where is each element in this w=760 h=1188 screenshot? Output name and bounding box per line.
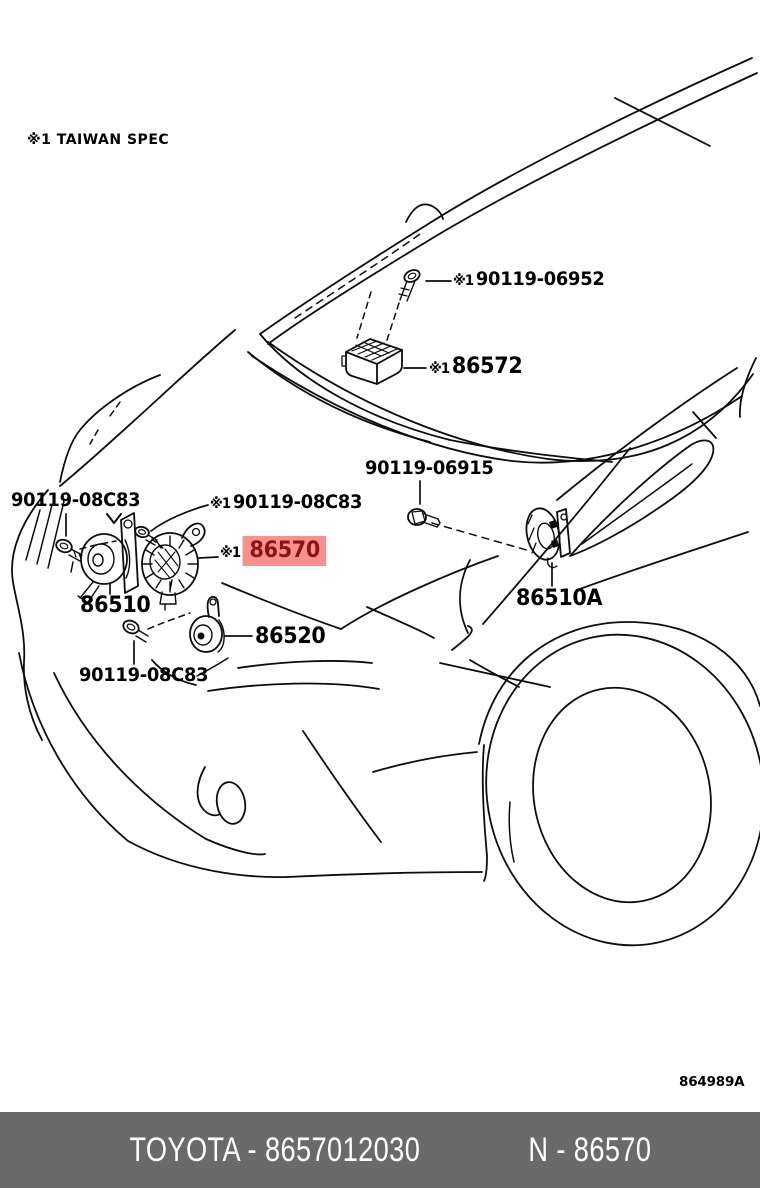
ref-mark: ※1 bbox=[210, 496, 231, 512]
assembly-dashes-86572 bbox=[356, 291, 400, 341]
part-label-90119-08C83-bottom[interactable]: 90119-08C83 bbox=[79, 664, 209, 686]
roof-and-pillar-lines bbox=[259, 57, 758, 345]
footer-catalog-code: TOYOTA - 8657012030 bbox=[129, 1130, 421, 1169]
assembly-dashes-86510A bbox=[431, 522, 531, 552]
bolt-90119-08C83-bottom-icon bbox=[122, 619, 149, 643]
sensor-86572-icon bbox=[341, 338, 403, 385]
diagram-ref-code: 864989A bbox=[679, 1074, 745, 1090]
ref-mark: ※1 bbox=[453, 273, 474, 289]
horn-86520-icon bbox=[189, 595, 225, 653]
footer-bar: TOYOTA - 8657012030 N - 86570 bbox=[0, 1112, 760, 1188]
hood-left-lines bbox=[25, 329, 236, 591]
part-label-86510A[interactable]: 86510A bbox=[516, 586, 603, 611]
part-number-highlight: 86570 bbox=[242, 536, 327, 566]
bolt-90119-08C83-left-icon bbox=[55, 538, 83, 562]
part-label-90119-06915[interactable]: 90119-06915 bbox=[365, 457, 494, 479]
horn-86510A-icon bbox=[525, 507, 571, 569]
horn-86510-icon bbox=[77, 512, 139, 605]
leader-lines bbox=[65, 280, 553, 665]
fog-lamp-icon bbox=[196, 766, 247, 825]
footer-part-number: N - 86570 bbox=[528, 1130, 652, 1169]
bumper-lines bbox=[11, 489, 520, 882]
ref-mark: ※1 bbox=[429, 361, 450, 377]
part-label-86510[interactable]: 86510 bbox=[80, 593, 151, 618]
part-label-90119-08C83-left[interactable]: 90119-08C83 bbox=[11, 489, 141, 511]
v-arrow-mark bbox=[106, 513, 122, 524]
front-wheel bbox=[439, 621, 760, 947]
part-label-86520[interactable]: 86520 bbox=[255, 624, 326, 649]
ref-mark: ※1 bbox=[220, 545, 241, 561]
fender-right-lines bbox=[251, 341, 757, 625]
bolt-90119-06952-icon bbox=[398, 269, 421, 302]
controller-86570-icon bbox=[141, 522, 206, 611]
assembly-dashes-86570 bbox=[151, 538, 164, 549]
assembly-dashes-86520 bbox=[147, 612, 191, 630]
bolt-90119-06915-icon bbox=[407, 508, 441, 528]
spec-note: ※1 TAIWAN SPEC bbox=[27, 132, 170, 148]
